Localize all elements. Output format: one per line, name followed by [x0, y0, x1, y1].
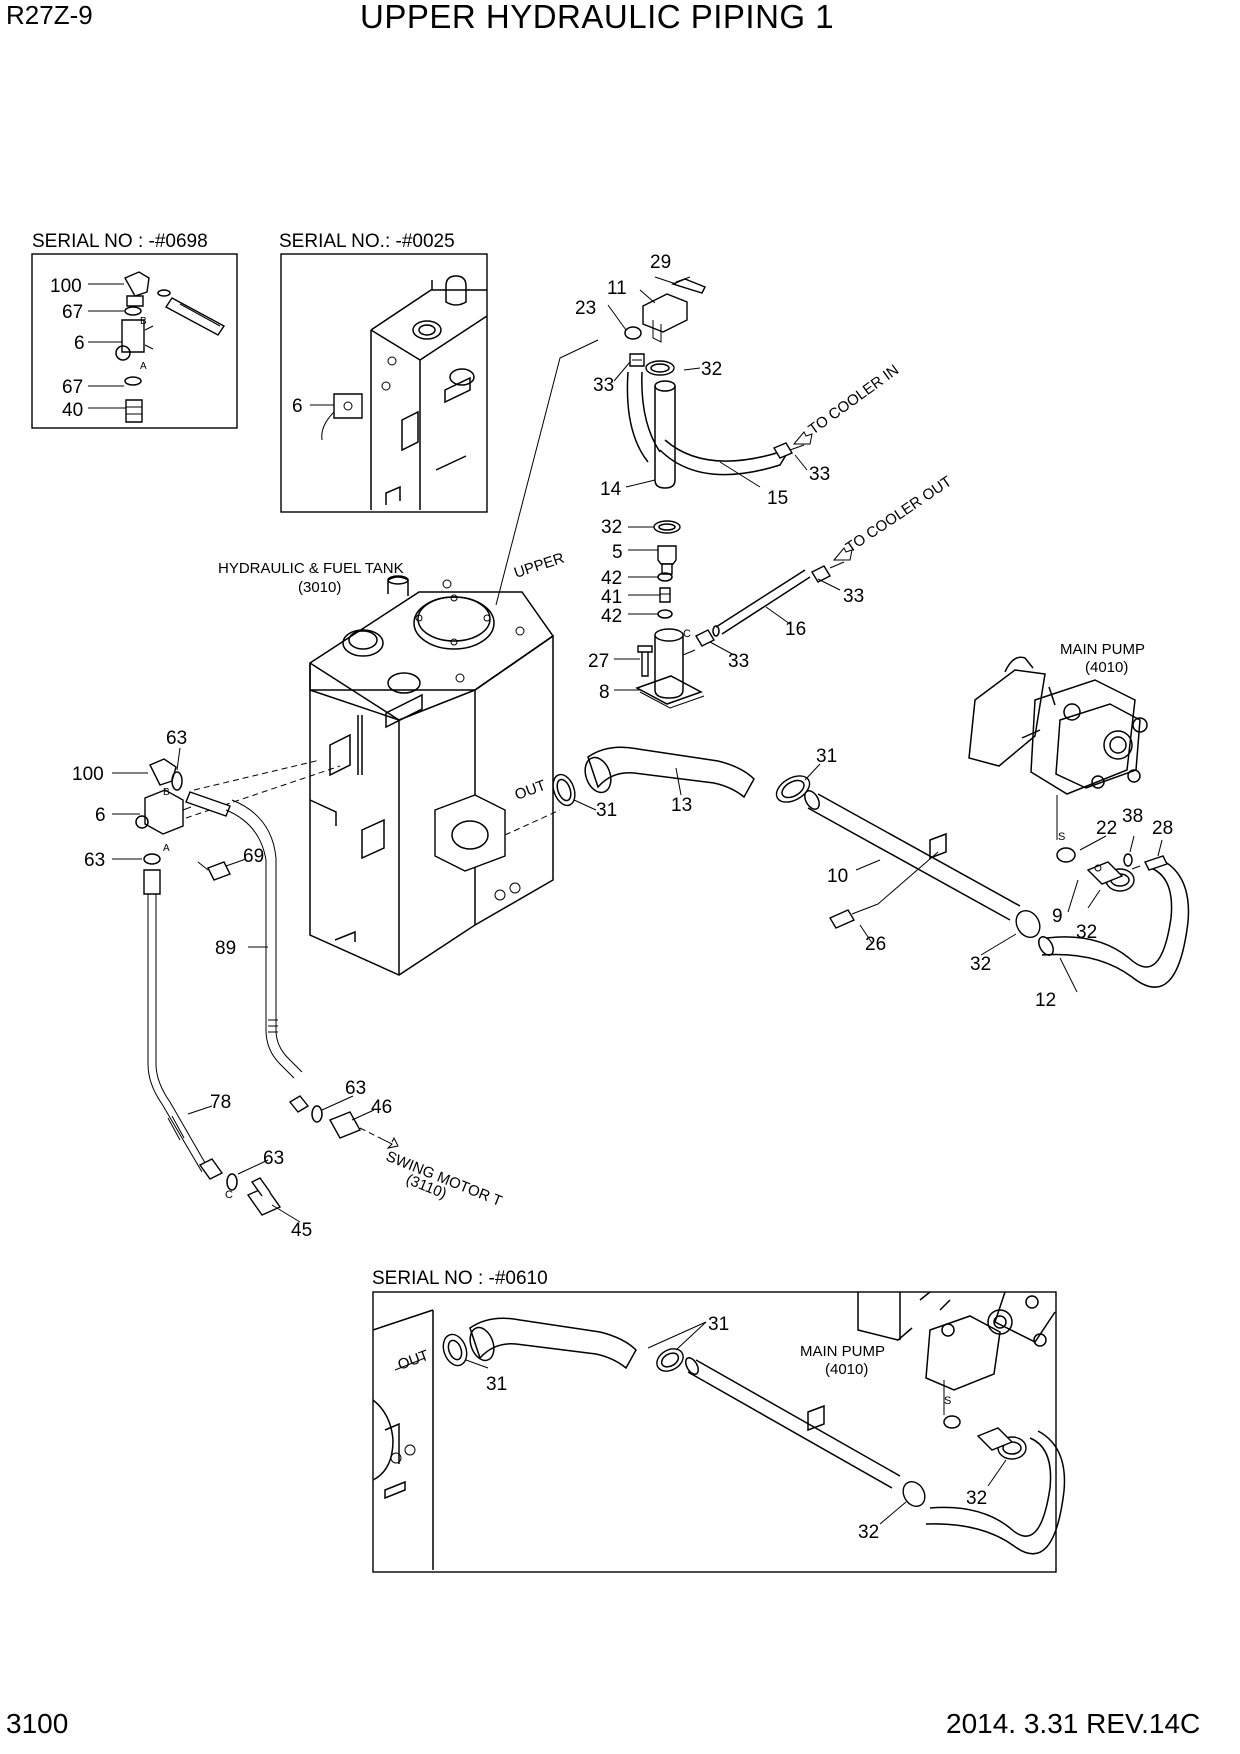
callout-67: 67	[62, 377, 83, 398]
tank-ref-label: (3010)	[298, 579, 341, 596]
callout-31: 31	[596, 800, 617, 821]
inset-serial-0610-label: SERIAL NO : -#0610	[372, 1268, 548, 1289]
port-c-label: C	[225, 1189, 233, 1201]
callout-67: 67	[62, 302, 83, 323]
callout-33: 33	[593, 375, 614, 396]
page-number: 3100	[6, 1708, 69, 1739]
out-label: OUT	[396, 1347, 432, 1374]
main-pump-label: MAIN PUMP	[800, 1343, 885, 1360]
callout-38: 38	[1122, 806, 1143, 827]
main-pump: MAIN PUMP (4010)	[968, 641, 1148, 840]
callout-45: 45	[291, 1220, 312, 1241]
callout-33: 33	[728, 651, 749, 672]
callout-11: 11	[607, 278, 627, 299]
callout-27: 27	[588, 651, 609, 672]
model-code: R27Z-9	[6, 0, 93, 30]
callout-63: 63	[166, 728, 187, 749]
inset-serial-0698: SERIAL NO : -#0698 B A 100 67 6 67 40	[31, 231, 238, 429]
to-cooler-in-label: TO COOLER IN	[805, 361, 902, 438]
callout-6: 6	[95, 805, 106, 826]
page-title: UPPER HYDRAULIC PIPING 1	[360, 0, 835, 35]
return-filter-assembly: TO COOLER IN C TO COOLER OUT	[575, 252, 955, 709]
main-pump-ref-label: (4010)	[1085, 659, 1128, 676]
callout-15: 15	[767, 488, 788, 509]
callout-5: 5	[612, 542, 623, 563]
hydraulic-fuel-tank: HYDRAULIC & FUEL TANK (3010) OUT	[218, 339, 599, 976]
port-s-label: S	[944, 1395, 951, 1407]
callout-16: 16	[785, 619, 806, 640]
callout-32: 32	[966, 1488, 987, 1509]
callout-42: 42	[601, 606, 622, 627]
inset-serial-0025-label: SERIAL NO.: -#0025	[279, 231, 455, 252]
callout-31: 31	[816, 746, 837, 767]
callout-42: 42	[601, 568, 622, 589]
callout-33: 33	[809, 464, 830, 485]
callout-32: 32	[1076, 922, 1097, 943]
callout-6: 6	[292, 396, 303, 417]
callout-63: 63	[345, 1078, 366, 1099]
revision-date: 2014. 3.31 REV.14C	[946, 1708, 1201, 1739]
callout-13: 13	[671, 795, 692, 816]
callout-28: 28	[1152, 818, 1173, 839]
inset-serial-0698-label: SERIAL NO : -#0698	[32, 231, 208, 252]
port-c-label: C	[683, 628, 691, 640]
port-s-label: S	[1058, 831, 1065, 843]
callout-29: 29	[650, 252, 671, 273]
callout-89: 89	[215, 938, 236, 959]
callout-40: 40	[62, 400, 83, 421]
upper-label: UPPER	[512, 550, 567, 582]
port-b-label: B	[163, 787, 170, 798]
tank-name-label: HYDRAULIC & FUEL TANK	[218, 560, 404, 577]
inset-serial-0025: SERIAL NO.: -#0025 6	[279, 231, 488, 513]
callout-100: 100	[72, 764, 104, 785]
callout-63: 63	[84, 850, 105, 871]
callout-32: 32	[701, 359, 722, 380]
callout-23: 23	[575, 298, 596, 319]
callout-100: 100	[50, 276, 82, 297]
port-b-label: B	[140, 316, 147, 327]
main-pump-label: MAIN PUMP	[1060, 641, 1145, 658]
callout-14: 14	[600, 479, 622, 500]
out-label: OUT	[513, 777, 549, 804]
callout-10: 10	[827, 866, 848, 887]
inset-serial-0610: SERIAL NO : -#0610 OUT S	[372, 1268, 1066, 1573]
callout-33: 33	[843, 586, 864, 607]
main-pump-ref-label: (4010)	[825, 1361, 868, 1378]
callout-32: 32	[858, 1522, 879, 1543]
callout-22: 22	[1096, 818, 1117, 839]
port-a-label: A	[140, 361, 147, 372]
suction-line: S 31 13 31 10 26 32 12 32 9 22 38 28	[552, 746, 1190, 1011]
callout-32: 32	[601, 517, 622, 538]
callout-69: 69	[243, 846, 264, 867]
callout-41: 41	[601, 587, 622, 608]
callout-12: 12	[1035, 990, 1056, 1011]
swing-motor-label: SWING MOTOR T	[384, 1148, 505, 1210]
callout-6: 6	[74, 333, 85, 354]
callout-63: 63	[263, 1148, 284, 1169]
callout-31: 31	[708, 1314, 729, 1335]
callout-9: 9	[1052, 906, 1063, 927]
to-cooler-out-label: TO COOLER OUT	[843, 473, 955, 556]
callout-78: 78	[210, 1092, 231, 1113]
callout-8: 8	[599, 682, 610, 703]
callout-46: 46	[371, 1097, 392, 1118]
callout-32: 32	[970, 954, 991, 975]
drain-hoses: B A SWING MOTOR T (3110) C	[72, 728, 504, 1241]
callout-26: 26	[865, 934, 886, 955]
port-a-label: A	[163, 843, 170, 854]
callout-31: 31	[486, 1374, 507, 1395]
